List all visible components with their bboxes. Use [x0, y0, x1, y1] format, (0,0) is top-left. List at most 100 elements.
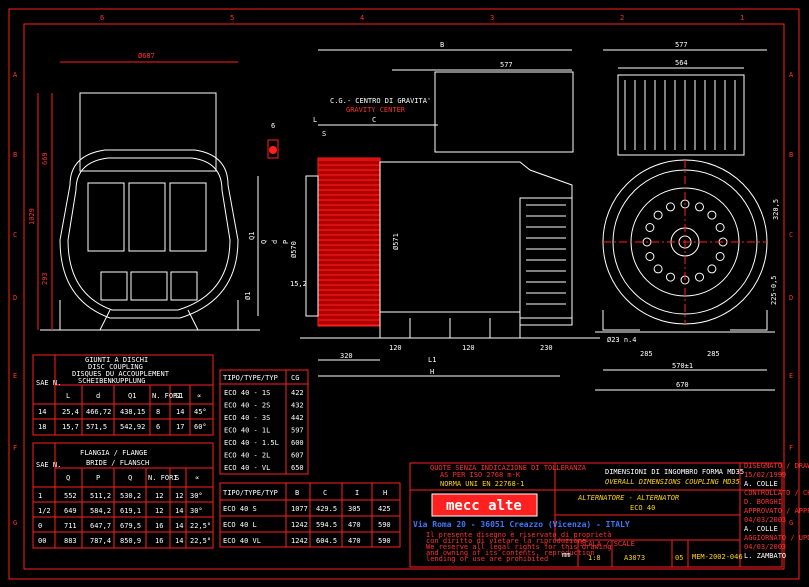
table-cell: ECO 40 - 1S: [224, 389, 270, 397]
table-cell: ECO 40 - VL: [224, 464, 270, 472]
bolt-hole: [695, 272, 704, 282]
dim-q1: Q1: [248, 232, 256, 240]
bolt-hole: [666, 202, 675, 212]
table-cell: ECO 40 - 1L: [224, 427, 270, 435]
bolt-hole: [715, 252, 725, 261]
dim-rear-foot: 225-0,5: [770, 275, 778, 305]
border-letter: B: [13, 151, 17, 159]
table-cell: 711: [64, 522, 77, 530]
border-number: 5: [230, 14, 234, 22]
type-header: B: [295, 489, 299, 497]
table-cell: ECO 40 - 3S: [224, 414, 270, 422]
table-cell: 14: [175, 537, 183, 545]
flange-header: ∝: [195, 474, 199, 482]
dim-rear-foot-l: 285: [640, 350, 653, 358]
table-cell: 594.5: [316, 521, 337, 529]
side-vent-box: [519, 197, 573, 319]
dim-120a: 120: [389, 344, 402, 352]
front-feet: [59, 300, 239, 331]
dim-q: Q: [260, 240, 268, 244]
border-letter: A: [13, 71, 18, 79]
table-cell: 16: [155, 537, 163, 545]
dim-15-2: 15,2: [290, 280, 307, 288]
coupling-header: L: [66, 392, 70, 400]
coupling-disc: [305, 175, 319, 317]
tolerance-note: QUOTE SENZA INDICAZIONE DI TOLLERANZA: [430, 464, 587, 472]
border-letter: F: [13, 444, 17, 452]
table-cell: 590: [378, 537, 391, 545]
table-cell: 466,72: [86, 408, 111, 416]
table-cell: 00: [38, 537, 46, 545]
revision-label: DISEGNATO / DRAWN BY: [744, 462, 809, 470]
dim-230: 230: [540, 344, 553, 352]
coupling-header: N. FORI: [152, 392, 182, 400]
coupling-header: ∝: [197, 392, 201, 400]
table-cell: 787,4: [90, 537, 111, 545]
coupling-table: GIUNTI A DISCHI DISC COUPLING DISQUES DU…: [32, 354, 214, 436]
bolt-hole: [707, 264, 717, 274]
rear-bolt-holes: [642, 199, 728, 285]
type-header: TIPO/TYPE/TYP: [223, 489, 278, 497]
drawing-title-it: DIMENSIONI DI INGOMBRO FORMA MD35: [605, 468, 744, 476]
cg-header: TIPO/TYPE/TYP: [223, 374, 278, 382]
coupling-header: S1: [175, 392, 183, 400]
cg-header: CG: [291, 374, 299, 382]
bolt-hole: [707, 210, 717, 220]
dim-320: 320: [340, 352, 353, 360]
legal-line: Il presente disegno è riservato di propr…: [426, 531, 611, 539]
table-cell: 1/2: [38, 507, 51, 515]
table-cell: 647,7: [90, 522, 111, 530]
company-address: Via Roma 20 - 36051 Creazzo (Vicenza) - …: [413, 519, 630, 529]
dim-6: 6: [271, 122, 275, 130]
table-cell: 590: [378, 521, 391, 529]
table-cell: 22,5°: [190, 537, 211, 545]
revision-label: 04/03/2003: [744, 516, 786, 524]
dim-rear-total: 670: [676, 381, 689, 389]
table-cell: 6: [156, 423, 160, 431]
table-cell: 1242: [291, 521, 308, 529]
border-letter: F: [789, 444, 793, 452]
flange-header: P: [96, 474, 100, 482]
front-view: Ø687 669 1029 293: [28, 52, 260, 331]
table-cell: 470: [348, 537, 361, 545]
revision-label: 04/03/2003: [744, 543, 786, 551]
dim-d: d: [271, 240, 279, 244]
rear-ring: [612, 169, 758, 315]
table-cell: 14: [175, 507, 183, 515]
revision: 05: [675, 554, 683, 562]
type-header: H: [383, 489, 387, 497]
table-cell: 511,2: [90, 492, 111, 500]
side-terminal-box: [434, 71, 574, 153]
coupling-title-it: GIUNTI A DISCHI: [85, 356, 148, 364]
dim-l: L: [313, 116, 317, 124]
border-letter: B: [789, 151, 793, 159]
table-cell: 0: [38, 522, 42, 530]
table-cell: 22,5°: [190, 522, 211, 530]
side-body: [379, 161, 573, 326]
dim-p: P: [282, 240, 290, 244]
rear-terminal-box: [617, 74, 745, 156]
revision-label: 15/02/1999: [744, 471, 786, 479]
table-cell: 14: [38, 408, 46, 416]
table-cell: 1242: [291, 537, 308, 545]
dim-height-total: 1029: [28, 208, 36, 225]
dim-rear-inner: 564: [675, 59, 688, 67]
type-header: I: [355, 489, 359, 497]
bolt-hole: [715, 223, 725, 232]
coupling-hatch: [317, 157, 381, 327]
table-cell: 584,2: [90, 507, 111, 515]
table-cell: 14: [176, 408, 184, 416]
table-cell: 679,5: [120, 522, 141, 530]
flange-title-1: FLANGIA / FLANGE: [80, 449, 147, 457]
table-cell: 597: [291, 427, 304, 435]
table-cell: 607: [291, 452, 304, 460]
table-cell: 442: [291, 414, 304, 422]
table-cell: 649: [64, 507, 77, 515]
dim-width: Ø687: [138, 52, 155, 60]
side-view: B 577 C.G.- CENTRO DI GRAVITA' GRAVITY C…: [244, 41, 600, 377]
table-cell: 45°: [194, 408, 207, 416]
dim-l1: L1: [428, 356, 436, 364]
table-cell: ECO 40 L: [223, 521, 257, 529]
border-letter: C: [789, 231, 793, 239]
